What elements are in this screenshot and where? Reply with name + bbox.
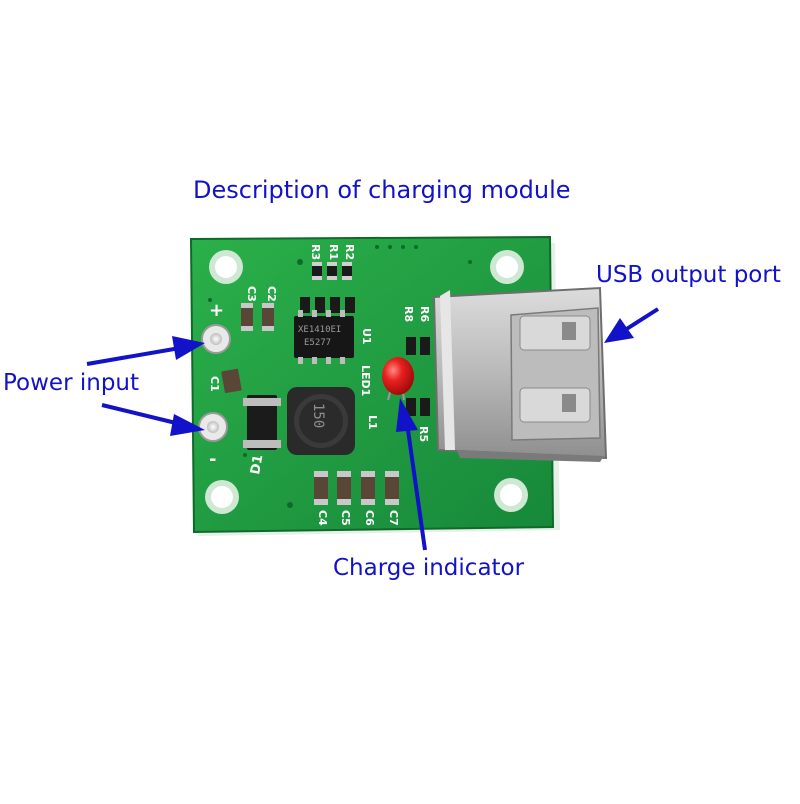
capacitors-bottom (314, 471, 399, 505)
ic-marking-line2: E5277 (304, 338, 331, 348)
capacitor-c1 (221, 368, 242, 394)
usb-output-port-label: USB output port (596, 262, 781, 288)
minus-marking: - (209, 449, 216, 470)
c5-label: C5 (339, 510, 352, 526)
arrow-power-top-head (172, 336, 205, 360)
c1-label: C1 (208, 376, 221, 392)
led1 (382, 357, 414, 401)
arrow-charge-line (406, 429, 427, 551)
led-label: LED1 (359, 365, 372, 396)
r3-label: R3 (309, 244, 322, 260)
arrow-power-top-line (86, 346, 181, 366)
arrow-usb-line (623, 307, 660, 332)
c3-label: C3 (245, 286, 258, 302)
power-input-pads (198, 324, 231, 442)
resistors-top (300, 262, 355, 313)
vias (208, 245, 472, 508)
capacitors-c2-c3 (241, 303, 274, 331)
diode-d1 (243, 395, 281, 450)
c2-label: C2 (265, 286, 278, 302)
inductor-l1 (287, 387, 355, 455)
r8-label: R8 (402, 306, 415, 322)
annotation-arrows (86, 307, 660, 551)
r1-label: R1 (327, 244, 340, 260)
power-input-label: Power input (3, 370, 140, 396)
usb-port (432, 286, 608, 462)
plus-marking: + (209, 300, 224, 321)
mounting-holes (205, 250, 528, 514)
ic-u1 (294, 310, 354, 364)
arrow-charge-head (396, 398, 418, 432)
arrow-usb-head (604, 318, 634, 343)
c4-label: C4 (316, 510, 329, 526)
u1-label: U1 (360, 328, 373, 345)
arrow-power-bottom-head (170, 414, 205, 436)
page-title: Description of charging module (193, 176, 571, 204)
charge-indicator-label: Charge indicator (333, 555, 525, 581)
resistors-usb (406, 337, 430, 416)
r5-label: R5 (417, 426, 430, 442)
inductor-marking: 150 (310, 403, 326, 428)
r6-label: R6 (418, 306, 431, 322)
l1-label: L1 (366, 415, 379, 430)
r2-label: R2 (343, 244, 356, 260)
c6-label: C6 (363, 510, 376, 526)
d1-label: D1 (248, 454, 266, 476)
ic-marking-line1: XE1410EI (298, 325, 341, 335)
arrow-power-bottom-line (101, 403, 181, 426)
c7-label: C7 (387, 510, 400, 526)
